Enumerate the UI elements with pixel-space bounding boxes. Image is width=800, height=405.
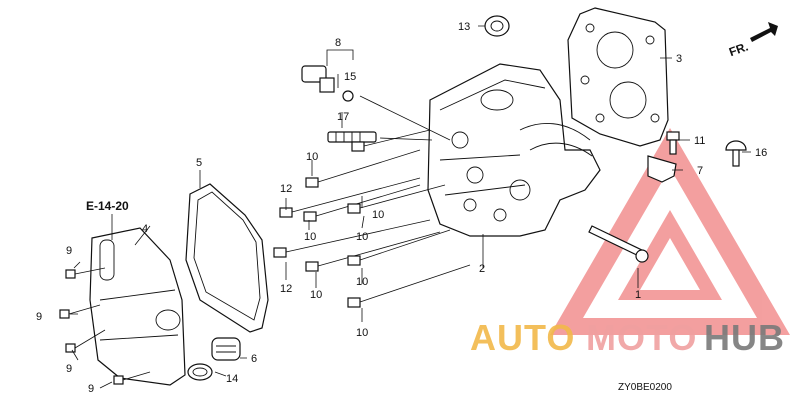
callout-3: 3 xyxy=(676,53,682,65)
o-ring xyxy=(187,363,213,381)
callout-10-d: 10 xyxy=(356,231,368,243)
callout-1: 1 xyxy=(635,289,641,301)
leader-lines xyxy=(70,25,751,389)
oil-filler-cap xyxy=(211,337,241,361)
callout-7: 7 xyxy=(697,165,703,177)
direction-label: FR. xyxy=(727,39,750,59)
sealing-washer xyxy=(342,90,354,102)
spark-plug xyxy=(327,131,377,143)
harness-bracket xyxy=(647,155,677,183)
callout-12-a: 12 xyxy=(280,183,292,195)
watermark-auto: AUTO xyxy=(470,317,575,358)
cylinder-head-gasket xyxy=(567,7,669,147)
callout-10-g: 10 xyxy=(356,327,368,339)
head-bolts xyxy=(273,129,471,308)
callout-10-b: 10 xyxy=(372,209,384,221)
cylinder-head-cover xyxy=(89,227,186,386)
callout-14: 14 xyxy=(226,373,238,385)
callout-9-c: 9 xyxy=(66,363,72,375)
callout-4: 4 xyxy=(142,223,148,235)
watermark-text: AUTO MOTO HUB xyxy=(470,317,785,358)
callout-16: 16 xyxy=(755,147,767,159)
cylinder-head xyxy=(427,63,601,237)
callout-2: 2 xyxy=(479,263,485,275)
direction-arrow-icon: FR. xyxy=(727,22,778,59)
temperature-sensor xyxy=(301,65,335,93)
watermark-moto: MOTO xyxy=(586,317,697,358)
callout-10-f: 10 xyxy=(356,276,368,288)
callout-12-b: 12 xyxy=(280,283,292,295)
callout-9-a: 9 xyxy=(66,245,72,257)
callout-10-c: 10 xyxy=(304,231,316,243)
callout-5: 5 xyxy=(196,157,202,169)
callout-10-a: 10 xyxy=(306,151,318,163)
oil-seal xyxy=(484,15,510,37)
callout-6: 6 xyxy=(251,353,257,365)
callout-10-e: 10 xyxy=(310,289,322,301)
stud-bolt xyxy=(588,225,649,263)
callout-17: 17 xyxy=(337,111,349,123)
callout-9-b: 9 xyxy=(36,311,42,323)
watermark-triangle-logo xyxy=(550,128,790,335)
drawing-code: ZY0BE0200 xyxy=(618,382,672,393)
cover-gasket xyxy=(185,183,269,333)
reference-label: E-14-20 xyxy=(86,199,129,213)
callouts: 1 2 3 4 5 6 7 8 9 9 9 9 10 10 10 10 10 1… xyxy=(36,21,767,395)
cover-bolts xyxy=(59,267,151,385)
callout-13: 13 xyxy=(458,21,470,33)
callout-15: 15 xyxy=(344,71,356,83)
callout-9-d: 9 xyxy=(88,383,94,395)
callout-8: 8 xyxy=(335,37,341,49)
watermark-hub: HUB xyxy=(704,317,785,358)
push-clip xyxy=(725,140,747,167)
callout-11: 11 xyxy=(694,135,705,147)
